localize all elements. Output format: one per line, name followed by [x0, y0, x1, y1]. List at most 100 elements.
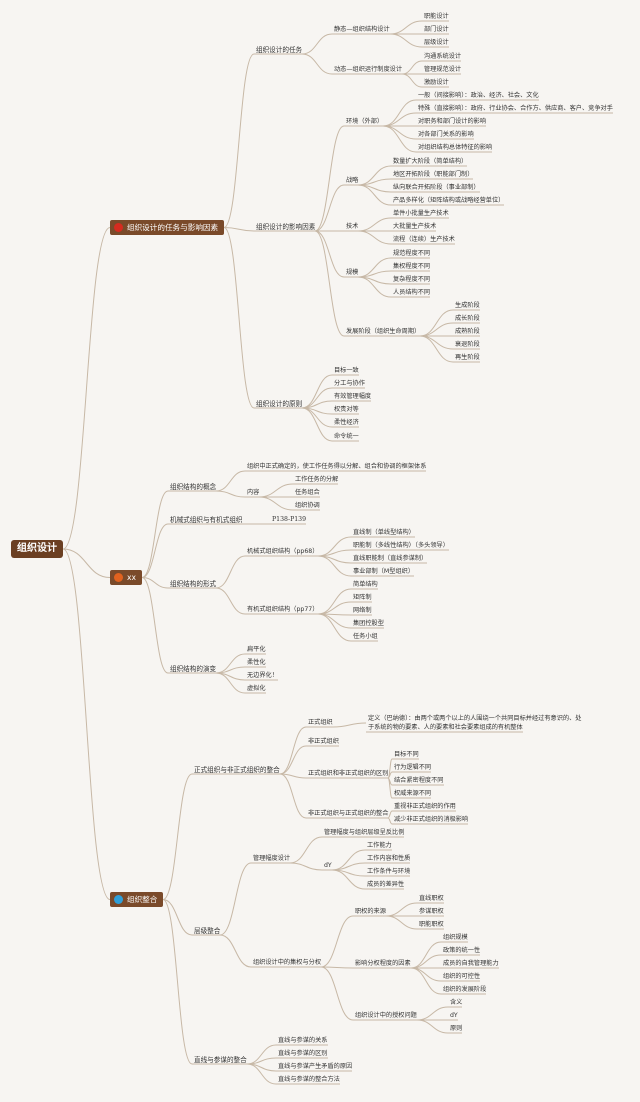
node-b1-1-2-3[interactable]: 激励设计 — [424, 79, 449, 86]
node-b3-1-3-1[interactable]: 目标不同 — [394, 751, 419, 758]
node-b3-2-2-2[interactable]: 影响分权程度的因素 — [355, 960, 411, 967]
node-b2-1[interactable]: 组织结构的概念 — [170, 483, 217, 491]
node-b3-1-3-3[interactable]: 结合紧密程度不同 — [394, 777, 444, 784]
node-b1-2-2-1[interactable]: 数量扩大阶段（简单结构） — [393, 158, 468, 165]
node-b3-1-3-2[interactable]: 行为逻辑不同 — [394, 764, 432, 771]
node-b2-4[interactable]: 组织结构的演变 — [170, 665, 217, 673]
topic-xx[interactable]: xx — [110, 570, 142, 585]
node-b1-3-5[interactable]: 柔性经济 — [334, 419, 359, 426]
node-b1-2-2[interactable]: 战略 — [346, 177, 359, 184]
node-b1-2-4-2[interactable]: 集权程度不同 — [393, 263, 431, 270]
node-b3-1-4-1[interactable]: 重视非正式组织的作用 — [394, 803, 456, 810]
node-b2-3-2-4[interactable]: 集团控股型 — [353, 620, 384, 627]
node-b3-2-2-1-3[interactable]: 职能职权 — [419, 921, 444, 928]
node-b2-3-2-3[interactable]: 网络制 — [353, 607, 372, 614]
node-b3-1-1-1a[interactable]: 定义（巴纳德）：由两个或两个以上的人围绕一个共同目标并经过有意识的、处 — [368, 715, 582, 722]
node-b1-3[interactable]: 组织设计的原则 — [256, 400, 303, 408]
node-b1-1-2-1[interactable]: 沟通系统设计 — [424, 53, 462, 60]
node-b3-2[interactable]: 层级整合 — [194, 927, 221, 935]
node-b3-2-2-3-3[interactable]: 原则 — [450, 1025, 463, 1032]
node-b3-2-2[interactable]: 组织设计中的集权与分权 — [253, 959, 322, 966]
node-b3-2-2-2-1[interactable]: 组织规模 — [443, 934, 468, 941]
node-b2-3-2-5[interactable]: 任务小组 — [353, 633, 378, 640]
node-b3-2-2-1-1[interactable]: 直线职权 — [419, 895, 444, 902]
node-b1-1-1-1[interactable]: 职能设计 — [424, 13, 449, 20]
node-b2-1-1[interactable]: 组织中正式确定的，使工作任务得以分解、组合和协调的框架体系 — [247, 463, 427, 470]
node-b1-1-2[interactable]: 动态—组织运行制度设计 — [334, 66, 403, 73]
node-b3-2-1-2-4[interactable]: 成员的差异性 — [367, 881, 405, 888]
node-b2-3[interactable]: 组织结构的形式 — [170, 580, 217, 588]
node-b1-2-2-3[interactable]: 纵向联合开拓阶段（事业部制） — [393, 184, 480, 191]
node-b1-2-5-4[interactable]: 衰退阶段 — [455, 341, 480, 348]
node-b1-3-2[interactable]: 分工与协作 — [334, 380, 365, 387]
node-b2-2-1[interactable]: P138-P139 — [272, 516, 307, 523]
node-b1-2-1-1[interactable]: 一般（间接影响）：政治、经济、社会、文化 — [418, 92, 539, 99]
node-b1-3-6[interactable]: 命令统一 — [334, 433, 359, 440]
node-b1-2-1-3[interactable]: 对职务和部门设计的影响 — [418, 118, 487, 125]
node-b3-1-1-1b[interactable]: 于系统的物的要素、人的要素和社会要素组成的有机整体 — [368, 724, 523, 731]
node-b3-1-3[interactable]: 正式组织和非正式组织的区别 — [308, 770, 389, 777]
node-b3-2-2-2-5[interactable]: 组织的发展阶段 — [443, 986, 487, 993]
node-b3-2-1-1[interactable]: 管理幅度与组织层级呈反比例 — [324, 829, 405, 836]
node-b1-2-4-3[interactable]: 复杂程度不同 — [393, 276, 431, 283]
node-b1-2-1-2[interactable]: 特殊（直接影响）：政府、行业协会、合作方、供应商、客户、竞争对手 — [418, 105, 613, 112]
node-b2-3-2[interactable]: 有机式组织结构（pp77） — [247, 606, 319, 613]
node-b2-1-2-2[interactable]: 任务组合 — [295, 489, 320, 496]
node-b3-3[interactable]: 直线与参谋的整合 — [194, 1056, 247, 1064]
node-b2-3-1[interactable]: 机械式组织结构（pp68） — [247, 548, 319, 555]
node-b3-3-4[interactable]: 直线与参谋的整合方法 — [278, 1076, 340, 1083]
node-b1-2-5-5[interactable]: 再生阶段 — [455, 354, 480, 361]
node-b3-2-1-2-2[interactable]: 工作内容和性质 — [367, 855, 411, 862]
node-b1-1-1-2[interactable]: 部门设计 — [424, 26, 449, 33]
node-b1-2-3-1[interactable]: 单件小批量生产技术 — [393, 210, 449, 217]
topic-integration[interactable]: 组织整合 — [110, 892, 164, 907]
node-b1-3-3[interactable]: 有效管理幅度 — [334, 393, 372, 400]
node-b2-2[interactable]: 机械式组织与有机式组织 — [170, 516, 243, 524]
node-b3-2-2-1[interactable]: 职权的来源 — [355, 908, 386, 915]
node-b1-1[interactable]: 组织设计的任务 — [256, 46, 303, 54]
node-b3-2-2-2-4[interactable]: 组织的可控性 — [443, 973, 481, 980]
node-b1-1-2-2[interactable]: 管理规范设计 — [424, 66, 462, 73]
node-b1-3-1[interactable]: 目标一致 — [334, 367, 359, 374]
node-b2-3-1-1[interactable]: 直线制（单线型结构） — [353, 529, 415, 536]
node-b3-2-1-2-3[interactable]: 工作条件与环境 — [367, 868, 411, 875]
node-b2-1-2-1[interactable]: 工作任务的分解 — [295, 476, 339, 483]
node-b2-3-2-2[interactable]: 矩阵制 — [353, 594, 372, 601]
node-b1-1-1-3[interactable]: 层级设计 — [424, 39, 449, 46]
node-b1-2-4-4[interactable]: 人员结构不同 — [393, 289, 431, 296]
node-b2-3-1-2[interactable]: 职能制（多线性结构）（多头领导） — [353, 542, 449, 549]
node-b3-2-1-2[interactable]: dY — [324, 862, 332, 869]
node-b1-2-5-3[interactable]: 成熟阶段 — [455, 328, 480, 335]
node-b3-2-1[interactable]: 管理幅度设计 — [253, 855, 291, 862]
node-b3-1-3-4[interactable]: 权威来源不同 — [394, 790, 432, 797]
node-b3-2-1-2-1[interactable]: 工作能力 — [367, 842, 392, 849]
node-b2-1-2-3[interactable]: 组织协调 — [295, 502, 320, 509]
node-b2-4-2[interactable]: 柔性化 — [247, 659, 266, 666]
node-b1-2-1-4[interactable]: 对各部门关系的影响 — [418, 131, 474, 138]
node-b3-1-2[interactable]: 非正式组织 — [308, 738, 339, 745]
node-b3-3-1[interactable]: 直线与参谋的关系 — [278, 1037, 328, 1044]
node-b1-2[interactable]: 组织设计的影响因素 — [256, 223, 316, 231]
node-b2-3-1-4[interactable]: 事业部制（M型组织） — [353, 568, 415, 575]
node-b1-2-3[interactable]: 技术 — [346, 223, 359, 230]
node-b3-2-2-2-2[interactable]: 政策的统一性 — [443, 947, 481, 954]
node-b1-2-5-2[interactable]: 成长阶段 — [455, 315, 480, 322]
node-b1-2-4-1[interactable]: 规范程度不同 — [393, 250, 431, 257]
node-b3-1-1[interactable]: 正式组织 — [308, 719, 333, 726]
node-b1-2-3-3[interactable]: 流程（连续）生产技术 — [393, 236, 455, 243]
node-b3-2-2-3[interactable]: 组织设计中的授权问题 — [355, 1012, 417, 1019]
node-b1-2-4[interactable]: 规模 — [346, 269, 359, 276]
node-b3-2-2-2-3[interactable]: 成员的自我管理能力 — [443, 960, 499, 967]
node-b2-1-2[interactable]: 内容 — [247, 489, 260, 496]
node-b1-2-5-1[interactable]: 生成阶段 — [455, 302, 480, 309]
node-b1-3-4[interactable]: 权责对等 — [334, 406, 359, 413]
node-b3-2-2-3-1[interactable]: 含义 — [450, 999, 463, 1006]
node-b2-4-1[interactable]: 扁平化 — [247, 646, 266, 653]
node-b1-2-5[interactable]: 发展阶段（组织生命周期） — [346, 328, 421, 335]
node-b1-2-2-4[interactable]: 产品多样化（矩阵结构或战略经营单位） — [393, 197, 505, 204]
node-b1-2-2-2[interactable]: 地区开拓阶段（职能部门制） — [393, 171, 474, 178]
node-b3-3-3[interactable]: 直线与参谋产生矛盾的原因 — [278, 1063, 353, 1070]
node-b2-4-3[interactable]: 无边界化！ — [247, 672, 278, 679]
node-b2-4-4[interactable]: 虚拟化 — [247, 685, 266, 692]
node-b2-3-2-1[interactable]: 简单结构 — [353, 581, 378, 588]
